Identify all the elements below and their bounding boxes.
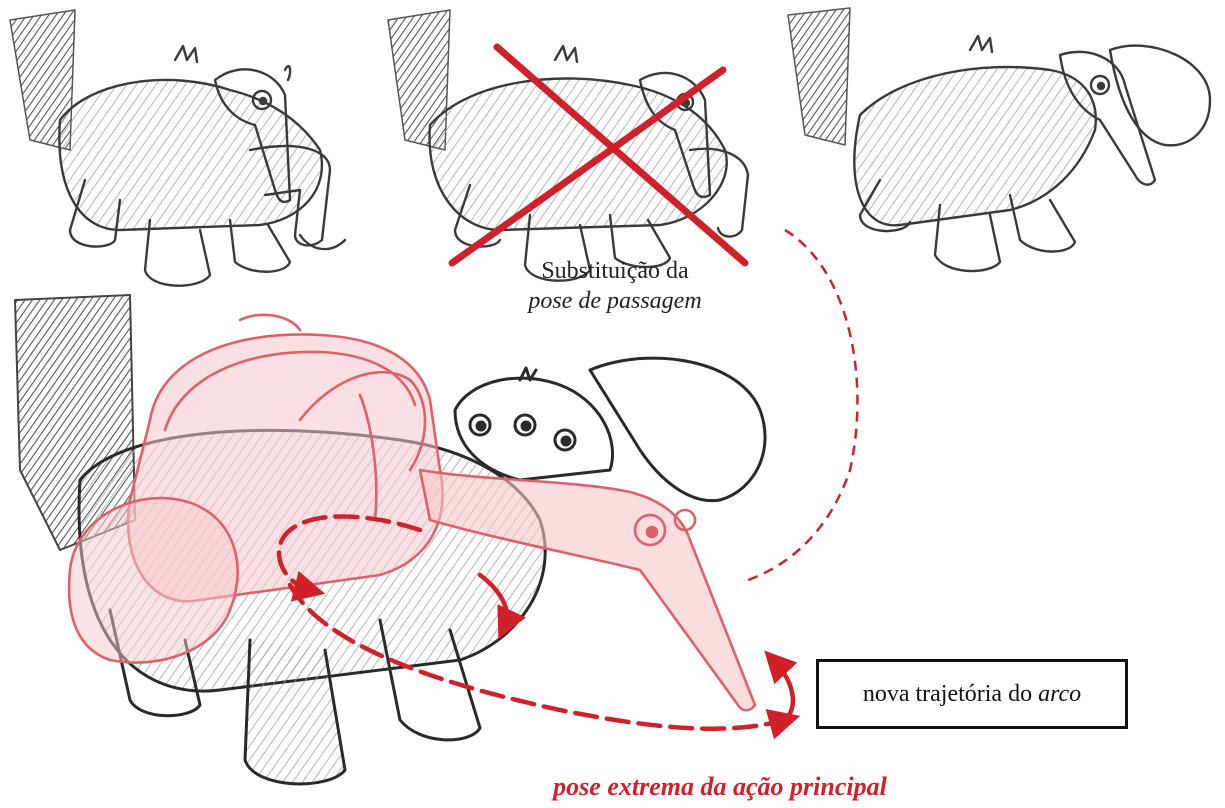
arc-label-text: nova trajetória do [863, 681, 1032, 708]
anteater-sketch-pose-3 [788, 8, 1210, 271]
anteater-sketch-pose-1 [10, 10, 345, 286]
arc-label-italic: arco [1038, 681, 1081, 708]
passing-pose-caption-line2: pose de passagem [500, 286, 730, 316]
passing-pose-caption-line1: Substituição da [500, 256, 730, 286]
dashed-connector-line [748, 230, 857, 580]
extreme-pose-caption: pose extrema da ação principal [500, 772, 940, 802]
anteater-sketch-passing-pose [388, 10, 748, 281]
passing-pose-caption: Substituição da pose de passagem [500, 256, 730, 316]
arc-trajectory-label-box: nova trajetória do arco [816, 659, 1128, 729]
